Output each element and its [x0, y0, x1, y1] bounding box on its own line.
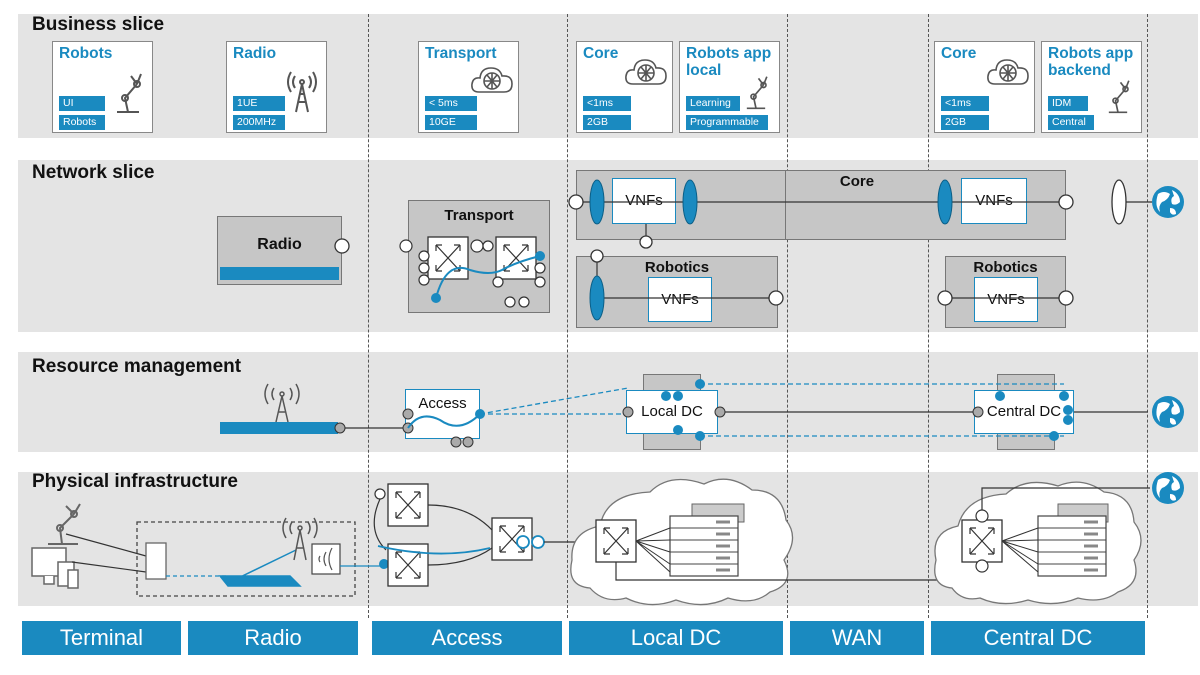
- business-card-robots-app-local: Robots app local Learning Programmable: [679, 41, 780, 133]
- physical-infrastructure-title: Physical infrastructure: [32, 471, 238, 492]
- business-card-transport: Transport < 5ms 10GE: [418, 41, 519, 133]
- column-label-access: Access: [372, 621, 562, 655]
- robotics-slice-label: Robotics: [644, 259, 710, 276]
- robot-arm-icon: [746, 76, 768, 110]
- core-slice-box-wan: Core: [786, 170, 928, 240]
- card-tag: UI: [59, 96, 105, 111]
- globe-icon: [1152, 396, 1184, 428]
- card-tag: < 5ms: [425, 96, 477, 111]
- card-title: Robots app backend: [1048, 45, 1134, 79]
- access-resource-box: Access: [405, 389, 480, 439]
- vnfs-box-robotics-central: VNFs: [974, 277, 1038, 322]
- card-tag: 10GE: [425, 115, 477, 130]
- card-title: Core: [583, 45, 619, 62]
- switch-icon: [961, 519, 1003, 563]
- business-card-radio: Radio 1UE 200MHz: [226, 41, 327, 133]
- card-tag: 200MHz: [233, 115, 285, 130]
- card-tag: IDM: [1048, 96, 1088, 111]
- column-separator: [567, 14, 568, 618]
- globe-icon: [1152, 472, 1184, 504]
- transport-slice-label: Transport: [444, 207, 514, 224]
- server-rack-icon: [1036, 514, 1108, 578]
- local-dc-label: Local DC: [641, 403, 703, 420]
- robotics-slice-label: Robotics: [973, 259, 1038, 276]
- radio-slice-label: Radio: [257, 236, 302, 253]
- core-slice-box-local: [576, 170, 786, 240]
- column-separator: [1147, 14, 1148, 618]
- robot-arm-icon: [1108, 80, 1130, 114]
- switch-icon: [595, 519, 637, 563]
- network-slice-title: Network slice: [32, 162, 155, 183]
- card-title: Robots app local: [686, 45, 772, 79]
- card-tag: Learning: [686, 96, 740, 111]
- card-tag: <1ms: [583, 96, 631, 111]
- cloud-network-icon: [625, 59, 667, 85]
- column-separator: [928, 14, 929, 618]
- vnfs-box-core-local: VNFs: [612, 178, 676, 224]
- cloud-network-icon: [471, 67, 513, 93]
- resource-management-title: Resource management: [32, 356, 242, 377]
- column-label-central-dc: Central DC: [931, 621, 1145, 655]
- business-slice-title: Business slice: [32, 14, 165, 35]
- vnfs-box-core-central: VNFs: [961, 178, 1027, 224]
- server-rack-icon: [668, 514, 740, 578]
- switch-icon: [387, 483, 429, 527]
- antenna-tower-icon: [264, 383, 300, 423]
- antenna-tower-icon: [287, 71, 317, 113]
- phone-icon: [145, 542, 167, 580]
- card-title: Radio: [233, 45, 277, 62]
- globe-icon: [1152, 186, 1184, 218]
- card-title: Robots: [59, 45, 113, 62]
- radio-slice-bar: [220, 267, 339, 280]
- card-title: Transport: [425, 45, 497, 62]
- card-tag: 2GB: [941, 115, 989, 130]
- devices-icon: [31, 547, 79, 589]
- column-label-local-dc: Local DC: [569, 621, 783, 655]
- central-dc-resource-box: Central DC: [974, 390, 1074, 434]
- cloud-network-icon: [987, 59, 1029, 85]
- card-tag: Robots: [59, 115, 105, 130]
- business-card-robots: Robots UI Robots: [52, 41, 153, 133]
- robotics-slice-box-central: Robotics: [945, 256, 1066, 328]
- core-slice-label: Core: [839, 173, 875, 190]
- business-card-robots-app-backend: Robots app backend IDM Central: [1041, 41, 1142, 133]
- card-title: Core: [941, 45, 977, 62]
- central-dc-label: Central DC: [986, 403, 1062, 420]
- column-label-radio: Radio: [188, 621, 358, 655]
- switch-icon: [387, 543, 429, 587]
- access-resource-label: Access: [418, 395, 467, 412]
- radio-unit-icon: [311, 543, 341, 575]
- card-tag: 2GB: [583, 115, 631, 130]
- column-separator: [787, 14, 788, 618]
- antenna-tower-icon: [282, 517, 318, 561]
- card-tag: Central: [1048, 115, 1094, 130]
- card-tag: 1UE: [233, 96, 285, 111]
- vnfs-box-robotics-local: VNFs: [648, 277, 712, 322]
- column-separator: [368, 14, 369, 618]
- business-card-core-central: Core <1ms 2GB: [934, 41, 1035, 133]
- column-label-wan: WAN: [790, 621, 924, 655]
- business-card-core-local: Core <1ms 2GB: [576, 41, 673, 133]
- robot-arm-icon: [48, 503, 81, 545]
- column-label-terminal: Terminal: [22, 621, 181, 655]
- card-tag: <1ms: [941, 96, 989, 111]
- radio-slice-box: Radio: [217, 216, 342, 285]
- card-tag: Programmable: [686, 115, 768, 130]
- local-dc-resource-box: Local DC: [626, 390, 718, 434]
- robot-arm-icon: [117, 73, 142, 113]
